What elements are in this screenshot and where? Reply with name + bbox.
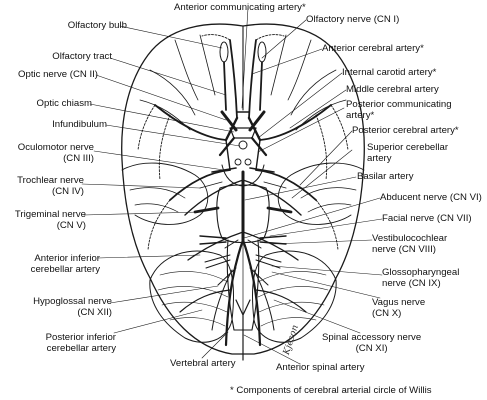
anterior-inferior-cerebellar-arteries: [187, 231, 299, 261]
abducent-nerves: [224, 239, 262, 249]
cerebellar-folia: [157, 271, 329, 327]
label-olfactory-nerve: Olfactory nerve (CN I): [306, 14, 400, 25]
trigeminal-nerves: [193, 206, 293, 214]
label-basilar-artery: Basilar artery: [357, 171, 414, 182]
internal-carotid-arteries: [224, 116, 262, 142]
label-anterior-inferior-cerebellar-artery: Anterior inferior cerebellar artery: [30, 253, 100, 275]
cortical-branches: [137, 34, 349, 251]
olfactory-bulb-left: [219, 41, 229, 63]
posterior-communicating-arteries: [225, 139, 261, 171]
optic-nerves: [220, 110, 266, 132]
label-superior-cerebellar-artery: Superior cerebellar artery: [367, 142, 449, 164]
label-anterior-communicating-artery: Anterior communicating artery*: [174, 2, 306, 13]
posterior-cerebral-arteries: [169, 169, 317, 201]
olfactory-bulb-right: [257, 41, 267, 63]
label-olfactory-bulb: Olfactory bulb: [67, 20, 127, 31]
spinal-accessory-nerves: [211, 269, 275, 331]
glossopharyngeal-vagus-nerves: [204, 254, 282, 269]
label-posterior-cerebral-artery: Posterior cerebral artery*: [352, 125, 459, 136]
temporal-lobe-left: [121, 162, 209, 225]
label-trochlear-nerve: Trochlear nerve (CN IV): [17, 175, 84, 197]
label-vagus-nerve: Vagus nerve (CN X): [372, 297, 426, 319]
olfactory-tracts: [223, 61, 263, 111]
facial-vestibulocochlear-nerves: [199, 235, 287, 245]
frontal-sulci-left: [139, 34, 216, 131]
label-optic-nerve: Optic nerve (CN II): [18, 69, 98, 80]
label-posterior-communicating-artery: Posterior communicating artery*: [346, 99, 452, 121]
mammillary-body-left: [234, 158, 242, 166]
label-facial-nerve: Facial nerve (CN VII): [382, 213, 472, 224]
footnote: * Components of cerebral arterial circle…: [230, 385, 432, 396]
label-vertebral-artery: Vertebral artery: [170, 358, 236, 369]
label-internal-carotid-artery: Internal carotid artery*: [342, 67, 437, 78]
label-glossopharyngeal-nerve: Glossopharyngeal nerve (CN IX): [382, 267, 460, 289]
label-abducent-nerve: Abducent nerve (CN VI): [380, 192, 482, 203]
label-spinal-accessory-nerve: Spinal accessory nerve (CN XI): [322, 332, 422, 354]
label-trigeminal-nerve: Trigeminal nerve (CN V): [14, 209, 86, 231]
vertebral-arteries: [224, 238, 262, 347]
label-hypoglossal-nerve: Hypoglossal nerve (CN XII): [33, 296, 112, 318]
temporal-sulci: [129, 187, 357, 213]
anterior-spinal-artery: [235, 299, 251, 361]
label-vestibulocochlear-nerve: Vestibulocochlear nerve (CN VIII): [372, 233, 448, 255]
label-infundibulum: Infundibulum: [52, 119, 107, 130]
leader-lines: [81, 7, 383, 365]
frontal-sulci-right: [270, 34, 347, 131]
posterior-inferior-cerebellar-arteries: [179, 289, 307, 313]
infundibulum: [238, 140, 248, 150]
label-oculomotor-nerve: Oculomotor nerve (CN III): [17, 142, 94, 164]
label-olfactory-tract: Olfactory tract: [52, 51, 112, 62]
hypoglossal-nerves: [217, 267, 269, 286]
label-posterior-inferior-cerebellar-artery: Posterior inferior cerebellar artery: [45, 332, 116, 354]
superior-cerebellar-arteries: [184, 179, 302, 216]
label-optic-chiasm: Optic chiasm: [36, 98, 92, 109]
middle-cerebral-arteries: [154, 104, 332, 141]
label-anterior-spinal-artery: Anterior spinal artery: [276, 362, 365, 373]
label-anterior-cerebral-artery: Anterior cerebral artery*: [322, 43, 424, 54]
temporal-lobe-right: [277, 162, 365, 225]
trochlear-nerves: [199, 181, 287, 189]
mammillary-body-right: [244, 158, 252, 166]
label-middle-cerebral-artery: Middle cerebral artery: [346, 84, 439, 95]
